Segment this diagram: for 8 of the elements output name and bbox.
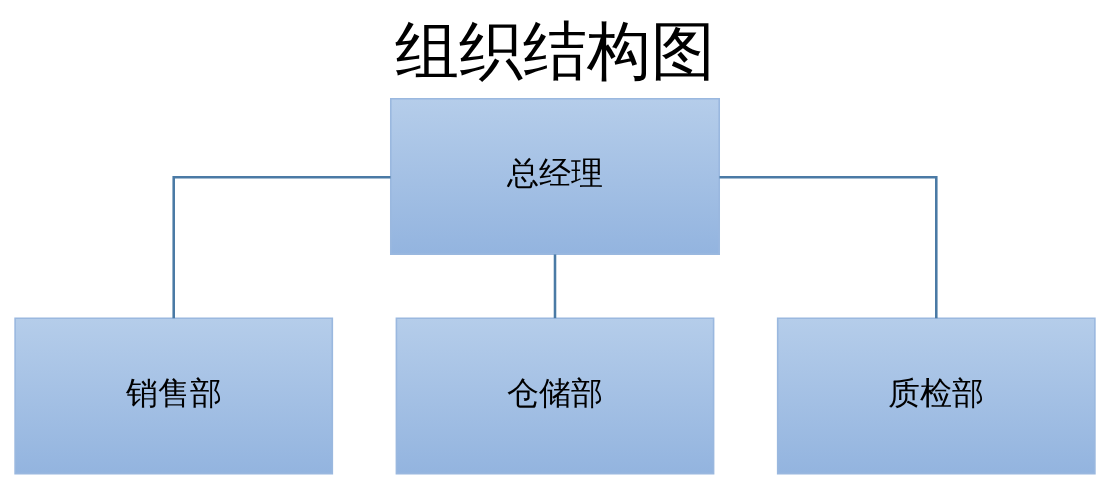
connector [719, 175, 938, 319]
node-box: 总经理 [390, 97, 720, 255]
connector [172, 175, 391, 319]
diagram-title: 组织结构图 [395, 14, 715, 89]
node-box: 销售部 [14, 317, 334, 475]
connector [553, 254, 557, 319]
node-box: 仓储部 [395, 317, 715, 475]
node-box: 质检部 [776, 317, 1096, 475]
